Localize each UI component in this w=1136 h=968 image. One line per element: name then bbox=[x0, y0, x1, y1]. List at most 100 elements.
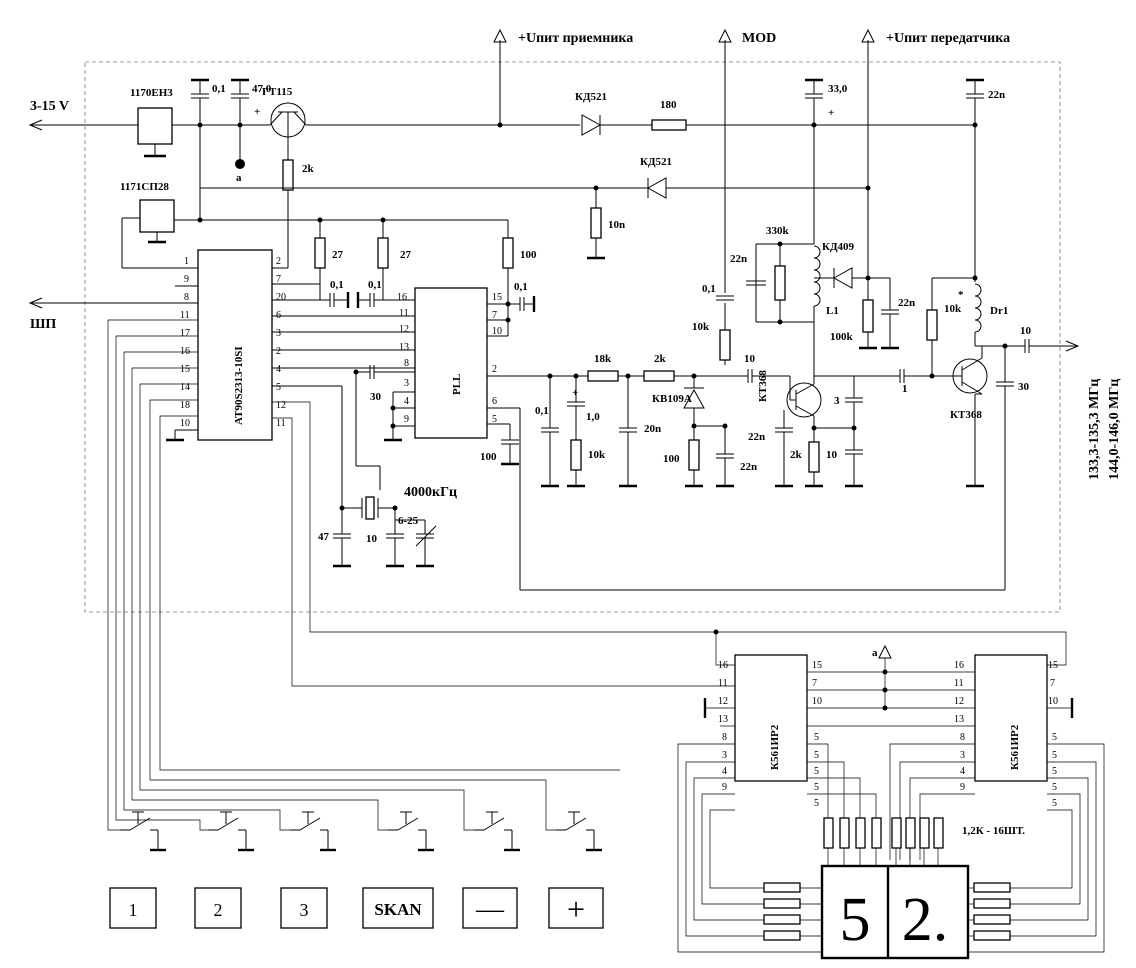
svg-text:22n: 22n bbox=[988, 89, 1005, 101]
capacitor-c33: 33,0 + bbox=[805, 78, 848, 125]
svg-text:3: 3 bbox=[276, 328, 281, 339]
svg-text:К561ИР2: К561ИР2 bbox=[769, 724, 781, 770]
key-minus bbox=[462, 887, 518, 929]
switch-skan bbox=[388, 811, 434, 852]
svg-text:КД521: КД521 bbox=[575, 91, 607, 103]
capacitor-c100: 100 bbox=[480, 424, 519, 466]
capacitor-c01f: 0,1 bbox=[535, 376, 559, 488]
resistor-10k-a: 10k bbox=[692, 321, 731, 361]
resistor-array-right bbox=[968, 882, 1011, 941]
svg-text:4: 4 bbox=[404, 396, 409, 407]
capacitor-c10-b: 10 bbox=[1005, 325, 1080, 353]
svg-text:13: 13 bbox=[718, 714, 728, 725]
svg-text:100: 100 bbox=[480, 451, 497, 463]
svg-text:144,0-146,0 МГц: 144,0-146,0 МГц bbox=[1107, 379, 1122, 480]
svg-text:5: 5 bbox=[492, 414, 497, 425]
svg-text:2: 2 bbox=[214, 900, 223, 920]
svg-text:3: 3 bbox=[960, 750, 965, 761]
key-plus bbox=[548, 887, 604, 929]
svg-text:9: 9 bbox=[404, 414, 409, 425]
svg-text:10n: 10n bbox=[608, 219, 625, 231]
pll-chip: PLL 16 11 12 13 8 3 4 9 15 7 10 2 6 5 bbox=[397, 287, 502, 439]
svg-text:7: 7 bbox=[812, 678, 817, 689]
pll-name: PLL bbox=[451, 374, 463, 395]
svg-text:27: 27 bbox=[332, 249, 344, 261]
svg-text:11: 11 bbox=[718, 678, 728, 689]
svg-text:14: 14 bbox=[180, 382, 190, 393]
svg-text:15: 15 bbox=[812, 660, 822, 671]
capacitor-c10-c: 10 bbox=[826, 428, 863, 488]
svg-text:3: 3 bbox=[300, 900, 309, 920]
svg-text:20n: 20n bbox=[644, 423, 661, 435]
svg-text:12: 12 bbox=[954, 696, 964, 707]
svg-text:5: 5 bbox=[814, 782, 819, 793]
svg-text:3: 3 bbox=[834, 395, 840, 407]
svg-text:10k: 10k bbox=[588, 449, 606, 461]
svg-text:7: 7 bbox=[276, 274, 281, 285]
resistor-2k-b: 2k bbox=[790, 428, 823, 488]
svg-text:20: 20 bbox=[276, 292, 286, 303]
svg-text:9: 9 bbox=[184, 274, 189, 285]
resistor-2k-a: 2k bbox=[282, 159, 315, 258]
capacitor-c1-0: + 1,0 bbox=[567, 376, 600, 440]
svg-text:а: а bbox=[872, 647, 878, 659]
shift-register-2: К561ИР2 16 11 12 13 8 3 4 9 15 7 10 5 5 … bbox=[954, 654, 1058, 809]
capacitor-c30-b: 30 bbox=[369, 365, 415, 403]
regulator-1-label: 1170ЕН3 bbox=[130, 87, 173, 99]
module-border bbox=[84, 61, 1061, 613]
svg-text:11: 11 bbox=[399, 308, 409, 319]
shp-output: ШП bbox=[28, 297, 198, 332]
svg-text:22n: 22n bbox=[730, 253, 747, 265]
inductor-l1: L1 bbox=[813, 245, 839, 317]
svg-text:8: 8 bbox=[722, 732, 727, 743]
svg-text:8: 8 bbox=[960, 732, 965, 743]
svg-text:ГТ115: ГТ115 bbox=[262, 86, 293, 98]
svg-text:16: 16 bbox=[954, 660, 964, 671]
svg-text:30: 30 bbox=[1018, 381, 1030, 393]
svg-text:ШП: ШП bbox=[30, 317, 56, 332]
svg-text:27: 27 bbox=[400, 249, 412, 261]
svg-text:100k: 100k bbox=[830, 331, 854, 343]
svg-text:а: а bbox=[236, 172, 242, 184]
svg-text:18k: 18k bbox=[594, 353, 612, 365]
capacitor-c22n-c: 22n bbox=[881, 278, 915, 350]
svg-text:16: 16 bbox=[397, 292, 407, 303]
svg-text:6-25: 6-25 bbox=[398, 515, 419, 527]
shift-register-1: К561ИР2 16 11 12 13 8 3 4 9 15 7 10 5 5 … bbox=[718, 654, 822, 809]
resistor-10n: 10n bbox=[587, 188, 625, 260]
trimmer-c6-25: 6-25 bbox=[398, 515, 437, 568]
rx-supply-terminal: +Uпит приемника bbox=[493, 28, 633, 125]
svg-text:0,1: 0,1 bbox=[368, 279, 382, 291]
crystal-4000khz: 4000кГц bbox=[342, 485, 457, 520]
regulator-1171sp28: 1171СП28 bbox=[120, 181, 410, 269]
svg-text:18: 18 bbox=[180, 400, 190, 411]
capacitor-c01d: 0,1 bbox=[514, 281, 536, 312]
svg-text:0,1: 0,1 bbox=[535, 405, 549, 417]
resistor-100k: 100k bbox=[830, 278, 877, 350]
svg-text:КТ368: КТ368 bbox=[757, 370, 769, 402]
svg-text:2k: 2k bbox=[790, 449, 803, 461]
mcu-name: AT90S2313-10SI bbox=[233, 346, 245, 425]
diode-kd409: КД409 bbox=[814, 241, 868, 289]
diode-kd521-top: КД521 bbox=[575, 91, 607, 136]
svg-text:133,3-135,3 МГц: 133,3-135,3 МГц bbox=[1087, 379, 1102, 480]
key-skan bbox=[362, 887, 434, 929]
svg-text:10: 10 bbox=[180, 418, 190, 429]
transistor-kt368-osc: КТ368 bbox=[757, 370, 822, 418]
switch-plus bbox=[556, 811, 602, 852]
svg-text:13: 13 bbox=[399, 342, 409, 353]
svg-text:3: 3 bbox=[404, 378, 409, 389]
svg-text:11: 11 bbox=[276, 418, 286, 429]
capacitor-c01e: 0,1 bbox=[702, 283, 734, 301]
power-input: 3-15 V bbox=[28, 99, 138, 131]
svg-text:15: 15 bbox=[180, 364, 190, 375]
transistor-kt368-out: КТ368 bbox=[950, 357, 988, 421]
svg-text:L1: L1 bbox=[826, 305, 839, 317]
mcu-at90s2313: AT90S2313-10SI 1 9 8 11 17 16 15 14 18 1… bbox=[180, 249, 286, 441]
capacitor-c30-a: 30 bbox=[996, 346, 1030, 420]
svg-text:11: 11 bbox=[180, 310, 190, 321]
transistor-gt115: ГТ115 bbox=[262, 86, 307, 160]
svg-text:*: * bbox=[958, 289, 964, 301]
svg-text:10: 10 bbox=[826, 449, 838, 461]
